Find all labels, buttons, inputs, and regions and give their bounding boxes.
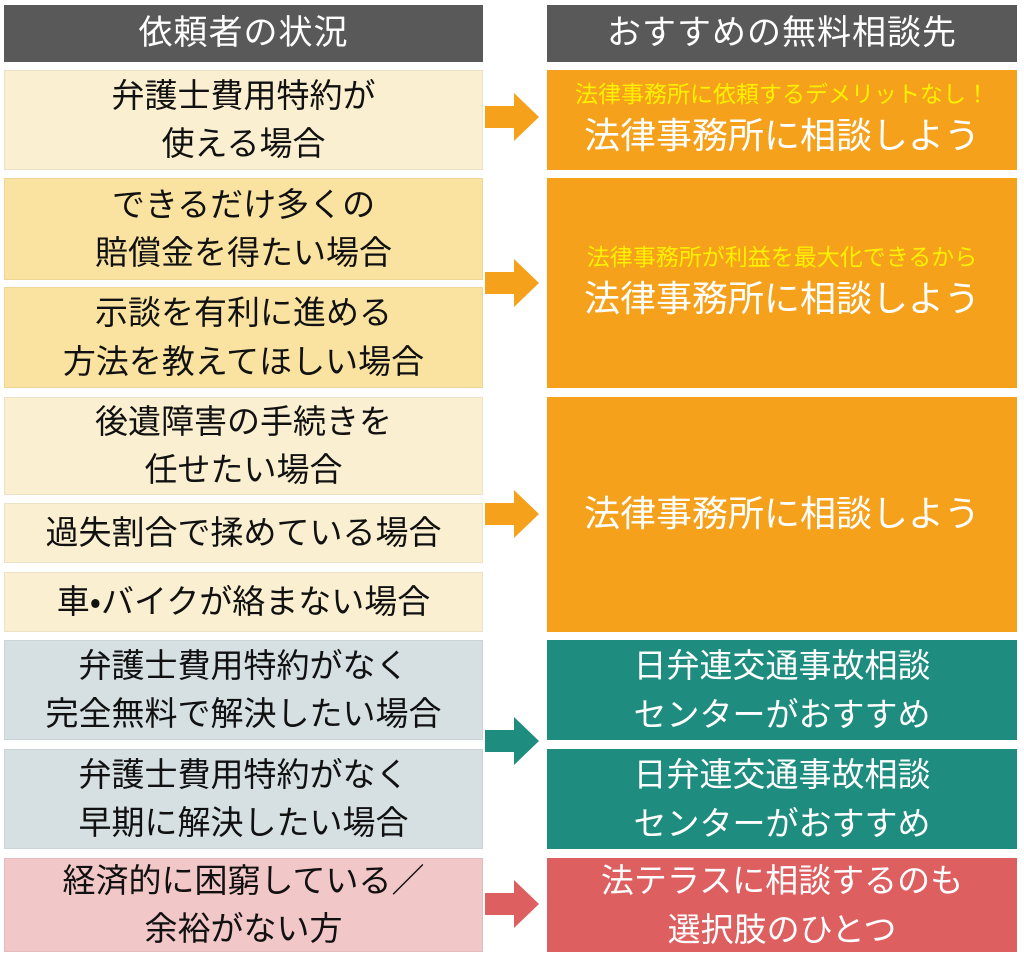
situation-cell-no-car-bike: 車・バイクが絡まない場合 (4, 572, 483, 632)
recommendation-cell-nichibenren-2: 日弁連交通事故相談 センターがおすすめ (547, 749, 1017, 849)
situation-cell-disability-procedure: 後遺障害の手続きを 任せたい場合 (4, 397, 483, 495)
recommendation-text: 法律事務所に相談しよう (583, 114, 980, 156)
recommendation-cell-houterasu: 法テラスに相談するのも 選択肢のひとつ (547, 858, 1017, 952)
situation-cell-settlement-advice: 示談を有利に進める 方法を教えてほしい場合 (4, 287, 483, 388)
right-arrow-icon (485, 259, 539, 307)
situation-cell-no-rider-fast: 弁護士費用特約がなく 早期に解決したい場合 (4, 749, 483, 849)
right-arrow-icon (485, 490, 539, 538)
situation-cell-fault-ratio-dispute: 過失割合で揉めている場合 (4, 503, 483, 563)
right-arrow-icon (485, 717, 539, 765)
recommendation-note: 法律事務所が利益を最大化できるから (586, 243, 978, 270)
recommendation-cell-nichibenren-1: 日弁連交通事故相談 センターがおすすめ (547, 640, 1017, 740)
situation-cell-max-compensation: できるだけ多くの 賠償金を得たい場合 (4, 178, 483, 280)
situation-cell-financial-hardship: 経済的に困窮している／ 余裕がない方 (4, 858, 483, 952)
recommendation-cell-law-office-3: 法律事務所に相談しよう (547, 397, 1017, 632)
right-column-header: おすすめの無料相談先 (547, 5, 1017, 62)
right-arrow-icon (485, 93, 539, 141)
recommendation-text: 法律事務所に相談しよう (583, 493, 980, 535)
recommendation-text: 日弁連交通事故相談 センターがおすすめ (633, 755, 931, 843)
recommendation-text: 法律事務所に相談しよう (583, 277, 980, 319)
recommendation-text: 法テラスに相談するのも 選択肢のひとつ (600, 861, 964, 949)
recommendation-text: 日弁連交通事故相談 センターがおすすめ (633, 646, 931, 734)
recommendation-cell-law-office-2: 法律事務所が利益を最大化できるから 法律事務所に相談しよう (547, 178, 1017, 388)
recommendation-cell-law-office-1: 法律事務所に依頼するデメリットなし！ 法律事務所に相談しよう (547, 70, 1017, 170)
right-arrow-icon (485, 880, 539, 928)
recommendation-note: 法律事務所に依頼するデメリットなし！ (575, 80, 989, 107)
situation-cell-no-rider-free: 弁護士費用特約がなく 完全無料で解決したい場合 (4, 640, 483, 740)
situation-cell-lawyer-rider-available: 弁護士費用特約が 使える場合 (4, 70, 483, 170)
left-column-header: 依頼者の状況 (4, 5, 483, 62)
